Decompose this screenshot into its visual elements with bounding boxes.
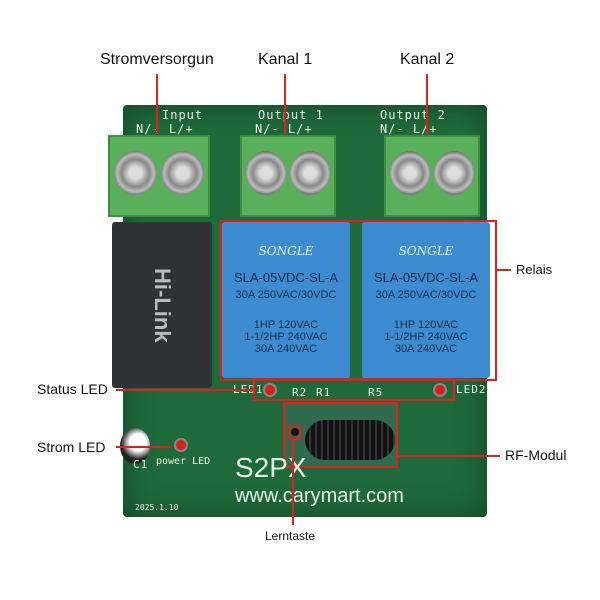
callout-status-led-line <box>116 389 256 391</box>
led2-label: LED2 <box>456 383 487 396</box>
callout-learn-button-line <box>292 440 294 525</box>
relay-brand: SONGLE <box>258 244 314 258</box>
screw-icon <box>434 151 474 195</box>
output1-pins: N/- L/+ <box>255 122 313 136</box>
r2-label: R2 <box>292 386 308 399</box>
relay-hp2: 1-1/2HP 240VAC <box>244 331 328 343</box>
screw-icon <box>161 151 204 195</box>
callout-relays: Relais <box>516 262 553 277</box>
board-date: 2025.1.10 <box>135 503 179 512</box>
callout-power-led-line <box>116 446 172 448</box>
rf-module-highlight-box <box>283 402 398 468</box>
input-pins: N/- L/+ <box>136 122 194 136</box>
status-led-2 <box>433 383 447 397</box>
input-label: Input <box>162 108 204 122</box>
board-model: S2PX <box>235 452 307 483</box>
callout-channel1: Kanal 1 <box>258 51 313 68</box>
callout-relays-line <box>497 269 511 271</box>
callout-rf-module-line <box>398 455 500 457</box>
screw-icon <box>114 151 157 195</box>
callout-channel2: Kanal 2 <box>400 51 455 68</box>
output2-pins: N/- L/+ <box>380 122 438 136</box>
input-terminal <box>108 135 210 217</box>
callout-power: Stromversorgun <box>100 51 214 68</box>
relay-2: SONGLE SLA-05VDC-SL-A 30A 250VAC/30VDC 1… <box>362 222 490 378</box>
callout-channel2-line <box>426 74 428 134</box>
power-supply-module: Hi-Link <box>112 222 212 388</box>
relay-model: SLA-05VDC-SL-A <box>373 270 479 285</box>
output1-terminal <box>240 135 336 217</box>
callout-power-line <box>156 74 158 134</box>
r5-label: R5 <box>368 386 384 399</box>
relay-highlight-box <box>220 220 497 381</box>
status-led-1 <box>263 383 277 397</box>
relay-1: SONGLE SLA-05VDC-SL-A 30A 250VAC/30VDC 1… <box>222 222 350 378</box>
power-led-label: power LED <box>156 456 211 467</box>
screw-icon <box>290 151 330 195</box>
learn-button[interactable] <box>291 428 299 436</box>
callout-channel1-line <box>284 74 286 134</box>
power-led <box>174 438 188 452</box>
callout-status-led: Status LED <box>37 381 108 397</box>
output1-label: Output 1 <box>258 108 324 122</box>
learn-button-highlight <box>288 425 301 440</box>
c1-label: C1 <box>133 458 149 471</box>
status-led-highlight-box <box>253 378 455 401</box>
r1-label: R1 <box>316 386 332 399</box>
relay-hp1: 1HP 120VAC <box>253 319 319 331</box>
relay-hp2: 1-1/2HP 240VAC <box>384 331 468 343</box>
callout-learn-button: Lerntaste <box>265 529 316 543</box>
relay-hp1: 1HP 120VAC <box>393 319 459 331</box>
output2-label: Output 2 <box>380 108 446 122</box>
relay-brand: SONGLE <box>398 244 454 258</box>
relay-rating: 30A 250VAC/30VDC <box>235 289 337 301</box>
relay-amp: 30A 240VAC <box>254 343 318 355</box>
board-url: www.carymart.com <box>235 485 404 507</box>
output2-terminal <box>384 135 480 217</box>
relay-model: SLA-05VDC-SL-A <box>233 270 339 285</box>
screw-icon <box>390 151 430 195</box>
antenna-coil <box>305 420 395 460</box>
screw-icon <box>246 151 286 195</box>
callout-rf-module: RF-Modul <box>505 447 567 463</box>
relay-amp: 30A 240VAC <box>394 343 458 355</box>
relay-rating: 30A 250VAC/30VDC <box>375 289 477 301</box>
callout-power-led: Strom LED <box>37 439 106 455</box>
